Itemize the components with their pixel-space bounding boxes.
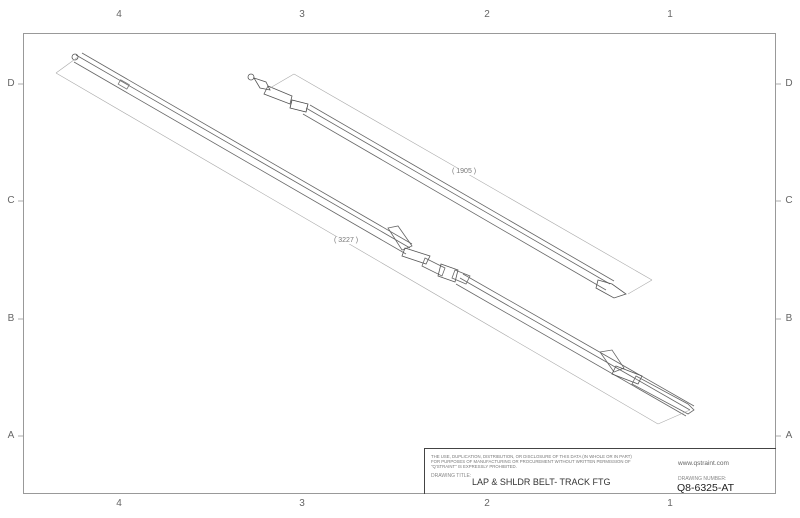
zone-col-1-top: 1 — [667, 9, 673, 20]
zone-row-d-right: D — [785, 78, 793, 89]
drawing-frame — [23, 33, 776, 494]
lap-belt-dimension — [55, 56, 691, 425]
drawing-number-label: DRAWING NUMBER: — [678, 476, 727, 482]
drawing-number: Q8-6325-AT — [677, 482, 734, 494]
zone-row-c-right: C — [785, 195, 793, 206]
shoulder-belt-dimension-label: ( 1905 ) — [451, 168, 478, 175]
disclaimer-text: THE USE, DUPLICATION, DISTRIBUTION, OR D… — [431, 454, 632, 469]
zone-col-4-bottom: 4 — [116, 498, 122, 509]
zone-col-2-bottom: 2 — [484, 498, 490, 509]
title-block: THE USE, DUPLICATION, DISTRIBUTION, OR D… — [424, 448, 776, 494]
zone-row-a-left: A — [7, 430, 15, 441]
drawing-title: LAP & SHLDR BELT- TRACK FTG — [472, 477, 611, 487]
zone-col-4-top: 4 — [116, 9, 122, 20]
drawing-title-label: DRAWING TITLE: — [431, 473, 472, 479]
zone-row-d-left: D — [7, 78, 15, 89]
lap-belt-dimension-label: ( 3227 ) — [333, 237, 360, 244]
zone-row-a-right: A — [785, 430, 793, 441]
zone-ticks — [18, 83, 781, 437]
zone-row-b-right: B — [785, 313, 793, 324]
zone-col-2-top: 2 — [484, 9, 490, 20]
zone-row-c-left: C — [7, 195, 15, 206]
zone-col-3-top: 3 — [299, 9, 305, 20]
lap-belt — [71, 52, 695, 417]
zone-col-1-bottom: 1 — [667, 498, 673, 509]
website-text: www.qstraint.com — [678, 460, 729, 467]
zone-row-b-left: B — [7, 313, 15, 324]
shoulder-belt — [247, 73, 627, 299]
shoulder-belt-dimension — [269, 73, 653, 295]
zone-col-3-bottom: 3 — [299, 498, 305, 509]
